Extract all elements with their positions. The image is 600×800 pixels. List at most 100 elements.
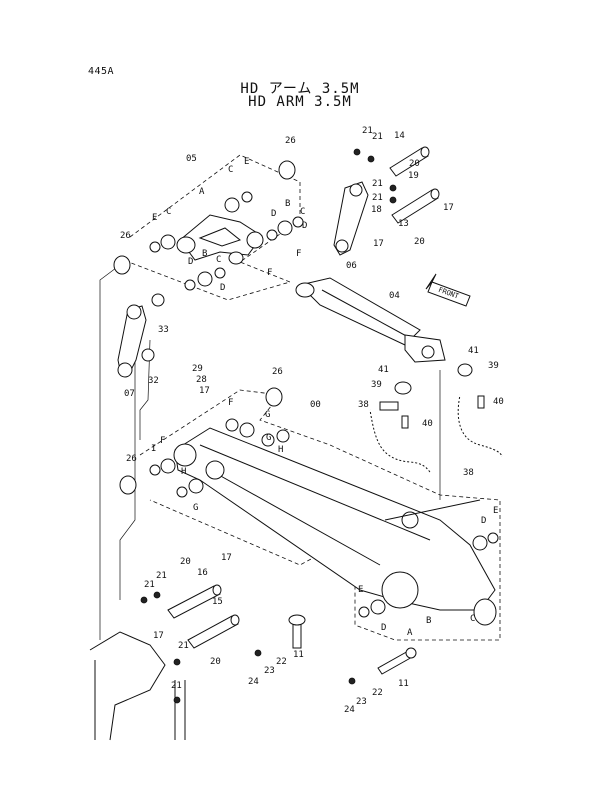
pin-14 [389, 146, 430, 177]
callout-c17c: 17 [199, 386, 210, 396]
callout-c17d: 17 [221, 553, 232, 563]
pin-15 [187, 614, 240, 649]
bushings-00 [149, 418, 499, 618]
callout-cCb: C [166, 207, 171, 217]
callout-cFb: F [267, 268, 272, 278]
callout-cBb: B [202, 249, 207, 259]
callout-c23b: 23 [356, 697, 367, 707]
callout-c07: 07 [124, 389, 135, 399]
callout-cB2: B [426, 616, 431, 626]
callout-c20b: 20 [414, 237, 425, 247]
callout-c18: 18 [371, 205, 382, 215]
callout-c26d: 26 [126, 454, 137, 464]
front-arrow: FRONT [425, 273, 471, 307]
callout-cC2: C [470, 614, 475, 624]
link-07 [117, 293, 165, 378]
callout-c38b: 38 [463, 468, 474, 478]
callout-c20a: 20 [409, 159, 420, 169]
callout-cGa: G [266, 433, 271, 443]
callout-c22a: 22 [276, 657, 287, 667]
callout-c26a: 26 [285, 136, 296, 146]
callout-c21e: 21 [156, 571, 167, 581]
bushings-05 [149, 191, 304, 291]
callout-c17a: 17 [443, 203, 454, 213]
callout-c32: 32 [148, 376, 159, 386]
callout-c21h: 21 [171, 681, 182, 691]
callout-cCd: C [216, 255, 221, 265]
callout-cBa: B [285, 199, 290, 209]
callout-c40a: 40 [493, 397, 504, 407]
callout-c14: 14 [394, 131, 405, 141]
callout-cDd: D [220, 283, 225, 293]
title-english: HD ARM 3.5M [248, 94, 352, 110]
callout-cHb: H [181, 467, 186, 477]
callout-c38a: 38 [358, 400, 369, 410]
callout-cG1: G [265, 410, 270, 420]
callout-cFc: F [228, 398, 233, 408]
callout-c17b: 17 [373, 239, 384, 249]
callout-c15: 15 [212, 597, 223, 607]
callout-c06: 06 [346, 261, 357, 271]
callout-c11a: 11 [293, 650, 304, 660]
callout-c13: 13 [398, 219, 409, 229]
hose-38-left [368, 409, 432, 474]
callout-c11b: 11 [398, 679, 409, 689]
callout-c05: 05 [186, 154, 197, 164]
bolts [140, 148, 397, 704]
callout-c39b: 39 [371, 380, 382, 390]
callout-c19: 19 [408, 171, 419, 181]
ref-line-left [99, 264, 121, 640]
callout-cCa: C [228, 165, 233, 175]
callout-c23a: 23 [264, 666, 275, 676]
callout-cDb: D [302, 221, 307, 231]
callout-c29: 29 [192, 364, 203, 374]
callout-cCc: C [300, 207, 305, 217]
callout-c16: 16 [197, 568, 208, 578]
callout-c33: 33 [158, 325, 169, 335]
callout-c24a: 24 [248, 677, 259, 687]
callout-c26b: 26 [120, 231, 131, 241]
callout-c39a: 39 [488, 361, 499, 371]
callout-cEc: E [493, 506, 498, 516]
callout-cDa: D [271, 209, 276, 219]
arm-body-00 [173, 427, 497, 626]
callout-cD2: D [381, 623, 386, 633]
callout-cHa: H [278, 445, 283, 455]
group-box-05 [117, 154, 301, 301]
callout-c04: 04 [389, 291, 400, 301]
callout-cEb: E [152, 213, 157, 223]
callout-cEa: E [244, 157, 249, 167]
hose-38-right [456, 394, 504, 457]
ref-line-center [139, 339, 151, 440]
callout-c21g: 21 [178, 641, 189, 651]
callout-cA1: A [199, 187, 205, 197]
callout-cDe: D [481, 516, 486, 526]
callout-cFa: F [296, 249, 301, 259]
callout-c21c: 21 [372, 179, 383, 189]
link-a-05 [176, 214, 264, 261]
page-number: 445A [88, 66, 115, 77]
pin-11-right [377, 647, 417, 675]
callout-cA2: A [407, 628, 413, 638]
callout-c21a: 21 [362, 126, 373, 136]
callout-c41a: 41 [468, 346, 479, 356]
callout-c21b: 21 [372, 132, 383, 142]
callout-c21d: 21 [372, 193, 383, 203]
callout-c41b: 41 [378, 365, 389, 375]
callout-cGb: G [193, 503, 198, 513]
callout-c20c: 20 [180, 557, 191, 567]
link-06 [333, 181, 369, 256]
ref-line-left-2 [119, 325, 136, 600]
callout-c28: 28 [196, 375, 207, 385]
fittings-39-40-41 [379, 363, 485, 429]
callout-c00: 00 [310, 400, 321, 410]
pin-13 [391, 188, 440, 224]
callout-c26c: 26 [272, 367, 283, 377]
callout-c21f: 21 [144, 580, 155, 590]
callout-c20d: 20 [210, 657, 221, 667]
callout-c22b: 22 [372, 688, 383, 698]
washers-26 [113, 160, 296, 495]
cylinder-04 [295, 277, 446, 363]
